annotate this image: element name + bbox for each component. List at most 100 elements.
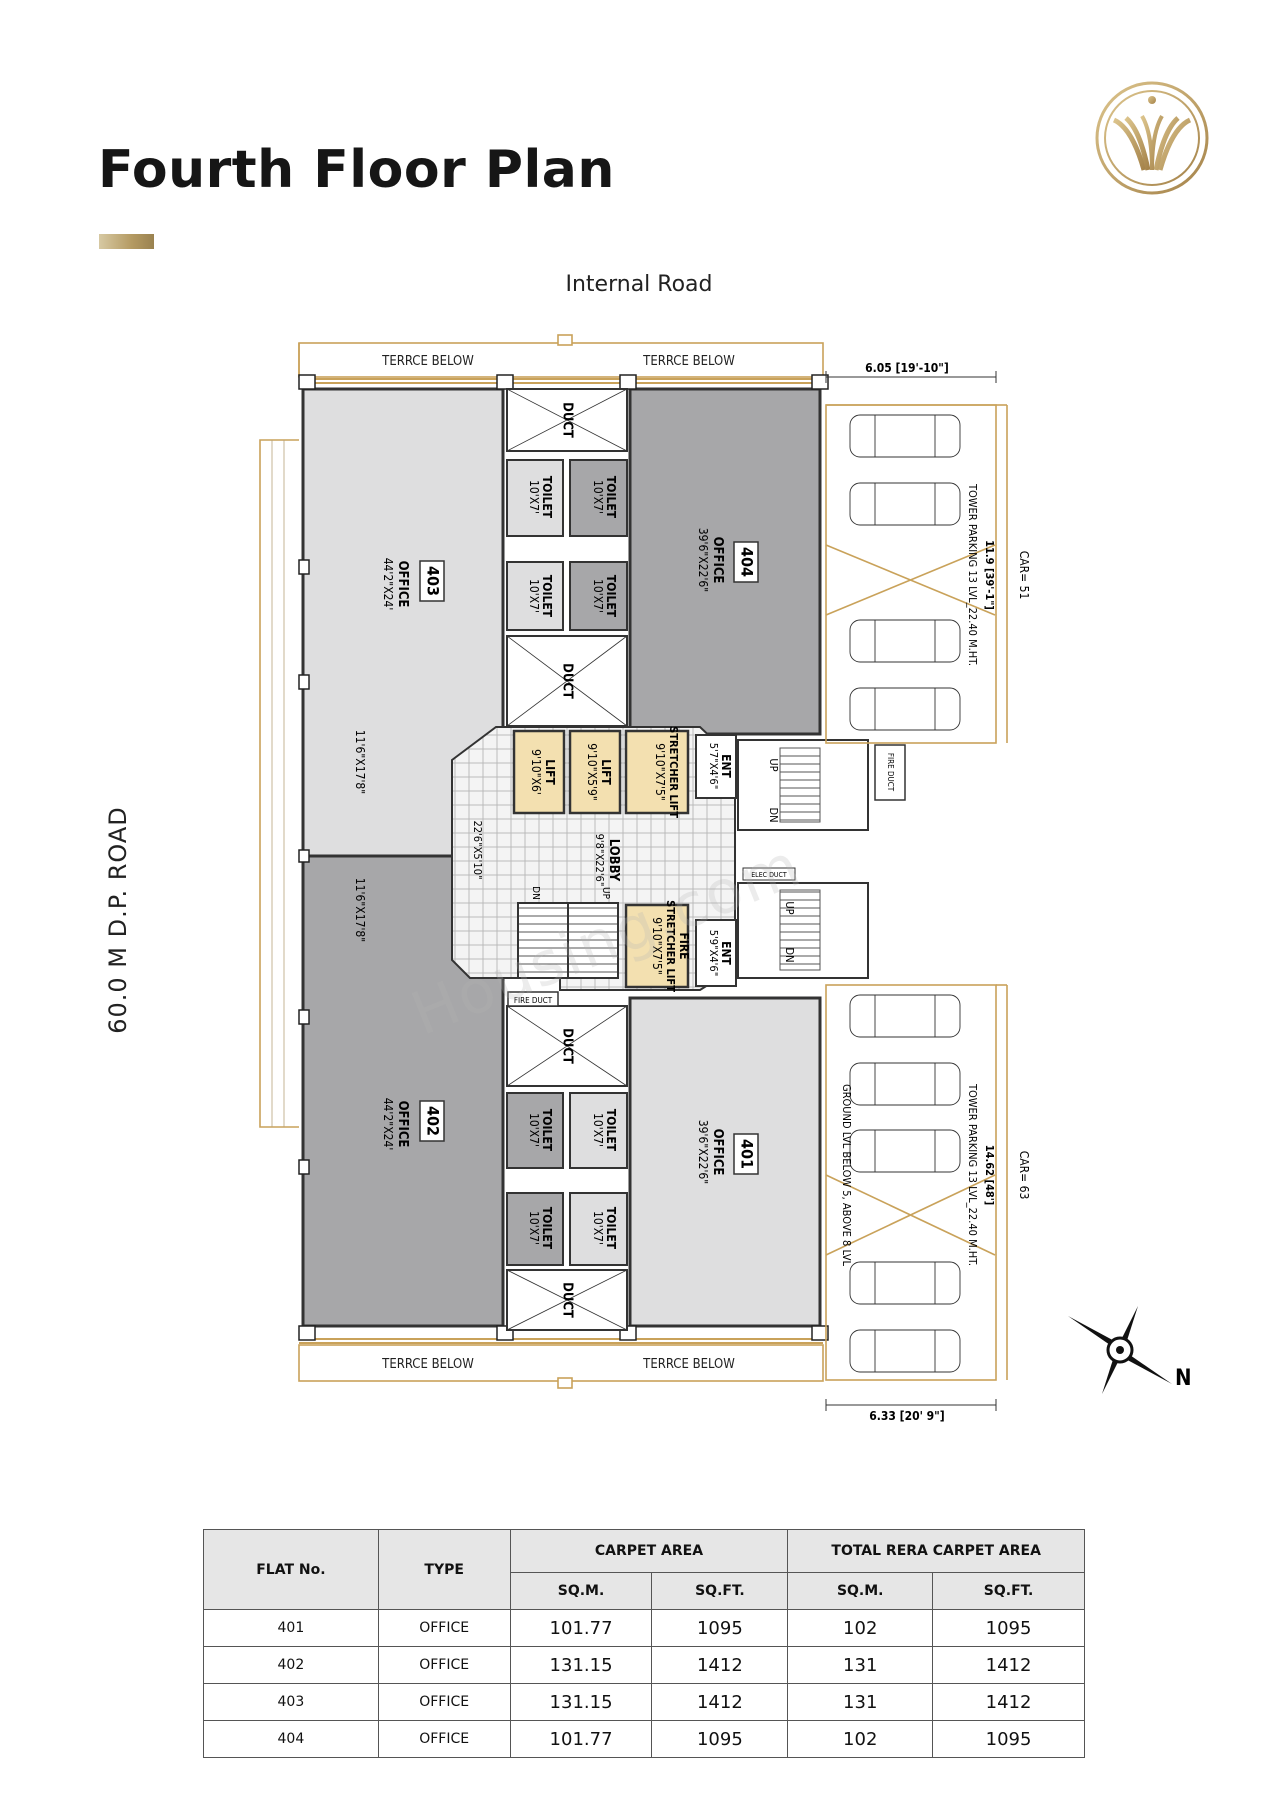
entry-top (695, 734, 737, 799)
dim-side-top: 11.9 [39'-1"] (983, 540, 996, 610)
toilet-label: TOILET (604, 476, 618, 519)
office-403-inner-size: 11'6"X17'8" (353, 730, 367, 794)
rera-sqm: 102 (787, 1609, 934, 1647)
toilet-size: 10'X7' (527, 579, 541, 613)
lobby-size: 9'8"X22'6" (593, 834, 606, 887)
fire-duct-left (507, 991, 559, 1007)
entry-top-size: 5'7"X4'6" (707, 743, 720, 790)
floor-plan: TERRCE BELOW TERRCE BELOW TERRCE BELOW T… (259, 334, 1192, 1423)
header-rera-sqm: SQ.M. (787, 1572, 934, 1610)
toilet-size: 10'X7' (591, 1113, 605, 1147)
brand-logo (1095, 81, 1209, 195)
header-rera-sqft: SQ.FT. (932, 1572, 1085, 1610)
office-402-number: 402 (424, 1106, 443, 1136)
entry-bottom-label: ENT (719, 941, 733, 965)
carpet-sqft: 1412 (651, 1683, 789, 1721)
toilet-402-b (506, 1192, 564, 1266)
fire-stretcher-lift-label: STRETCHER LIFT (664, 900, 677, 992)
table-row: 403 OFFICE 131.15 1412 131 1412 (203, 1683, 1085, 1721)
duct-top-label: DUCT (560, 402, 575, 438)
toilet-label: TOILET (540, 1109, 554, 1152)
office-402-type: OFFICE (395, 1101, 410, 1148)
toilet-401-a (569, 1092, 628, 1169)
toilet-size: 10'X7' (527, 480, 541, 514)
fire-stretcher-lift (624, 903, 690, 989)
flat-type: OFFICE (377, 1609, 511, 1647)
terrace-label-top-right: TERRCE BELOW (642, 354, 735, 369)
entry-bottom (695, 919, 737, 987)
toilet-404-b (569, 561, 628, 631)
terrace-label-top-left: TERRCE BELOW (381, 354, 474, 369)
stretcher-lift (624, 729, 690, 815)
carpet-sqm: 131.15 (509, 1683, 653, 1721)
flat-type: OFFICE (377, 1720, 511, 1758)
tower-parking-top (825, 404, 1008, 744)
header-flat-no: FLAT No. (203, 1529, 379, 1610)
flat-number: 401 (203, 1609, 379, 1647)
area-table: FLAT No. TYPE CARPET AREA TOTAL RERA CAR… (203, 1529, 1085, 1758)
elec-duct-label: ELEC DUCT (751, 871, 787, 879)
table-row: 402 OFFICE 131.15 1412 131 1412 (203, 1646, 1085, 1684)
carpet-sqft: 1095 (651, 1609, 789, 1647)
flat-number: 404 (203, 1720, 379, 1758)
office-402-size: 44'2"X24' (381, 1098, 395, 1151)
header-carpet-sqft: SQ.FT. (651, 1572, 789, 1610)
title-accent-bar (99, 234, 154, 249)
flat-number: 403 (203, 1683, 379, 1721)
tower-parking-bottom (825, 984, 1008, 1381)
stair-bottom-up: UP (783, 901, 796, 914)
carpet-sqm: 101.77 (509, 1720, 653, 1758)
lift-1-size: 9'10"X6' (529, 749, 543, 795)
dim-bottom: 6.33 [20' 9"] (869, 1409, 945, 1423)
office-403-number: 403 (424, 566, 443, 596)
toilet-size: 10'X7' (591, 579, 605, 613)
lobby-label: LOBBY (606, 839, 621, 882)
table-row: 401 OFFICE 101.77 1095 102 1095 (203, 1609, 1085, 1647)
flat-type: OFFICE (377, 1683, 511, 1721)
terrace-outline (259, 334, 824, 1389)
header-rera-area: TOTAL RERA CARPET AREA (787, 1529, 1085, 1573)
terrace-label-bottom-left: TERRCE BELOW (381, 1357, 474, 1372)
tower-parking-top-label: TOWER PARKING 13 LVL_22.40 M.HT. (966, 483, 979, 666)
tower-parking-bottom-label: TOWER PARKING 13 LVL_22.40 M.HT. (966, 1083, 979, 1266)
parked-cars (849, 414, 961, 1373)
car-count-top: CAR= 51 (1017, 551, 1031, 600)
lift-2-label: LIFT (599, 759, 613, 785)
office-404-size: 39'6"X22'6" (696, 528, 710, 592)
office-404-type: OFFICE (710, 537, 725, 584)
stair-bottom-dn: DN (783, 947, 796, 962)
stair-top-up: UP (767, 758, 780, 771)
office-403-type: OFFICE (395, 561, 410, 608)
lift-1-label: LIFT (543, 759, 557, 785)
office-401-area (628, 996, 822, 1328)
toilet-size: 10'X7' (527, 1211, 541, 1245)
office-403-size: 44'2"X24' (381, 558, 395, 611)
dim-side-bottom: 14.62 [48'] (983, 1145, 996, 1206)
toilet-403-b (506, 561, 564, 631)
toilet-size: 10'X7' (591, 1211, 605, 1245)
flat-number: 402 (203, 1646, 379, 1684)
toilet-404-a (569, 459, 628, 537)
toilet-label: TOILET (604, 575, 618, 618)
central-stair-up: UP (600, 887, 611, 900)
car-count-bottom: CAR= 63 (1017, 1151, 1031, 1200)
stretcher-lift-size: 9'10"X7'5" (653, 743, 667, 801)
office-401-number: 401 (738, 1139, 757, 1169)
toilet-label: TOILET (604, 1207, 618, 1250)
rera-sqm: 131 (787, 1683, 934, 1721)
toilet-402-a (506, 1092, 564, 1169)
toilet-size: 10'X7' (527, 1113, 541, 1147)
lobby-side-size: 22'6"X5'10" (471, 820, 484, 879)
duct-bottom-label: DUCT (560, 1282, 575, 1318)
fire-lift-label: FIRE (677, 932, 691, 959)
terrace-label-bottom-right: TERRCE BELOW (642, 1357, 735, 1372)
duct-mid-top-label: DUCT (560, 663, 575, 699)
page-title: Fourth Floor Plan (98, 140, 615, 200)
office-401-size: 39'6"X22'6" (696, 1120, 710, 1184)
fire-stretcher-lift-size: 9'10"X7'5" (650, 917, 664, 975)
carpet-sqm: 101.77 (509, 1609, 653, 1647)
toilet-label: TOILET (540, 575, 554, 618)
table-row: 404 OFFICE 101.77 1095 102 1095 (203, 1720, 1085, 1758)
fire-duct-right-label: FIRE DUCT (886, 753, 895, 792)
elec-duct (742, 867, 796, 881)
